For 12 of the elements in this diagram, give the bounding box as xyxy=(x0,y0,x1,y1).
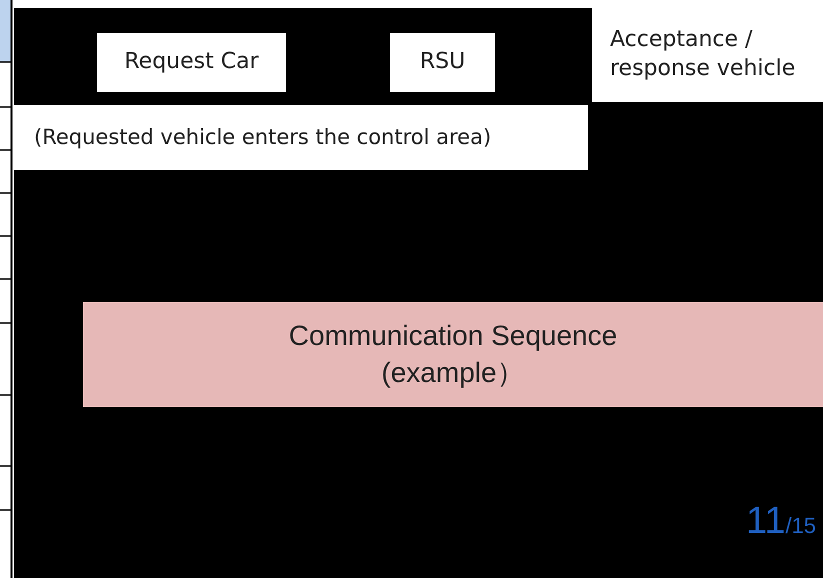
node-text: Acceptance / response vehicle xyxy=(610,26,796,83)
node-text: (Requested vehicle enters the control area) xyxy=(34,124,492,151)
note-band xyxy=(14,105,588,170)
page-number: /15 xyxy=(785,513,816,538)
entity-box xyxy=(97,33,286,92)
node-text: Communication Sequence (example） xyxy=(288,319,618,390)
page-number: 11 xyxy=(746,500,786,542)
node-text: Request Car xyxy=(124,48,259,76)
node-text: RSU xyxy=(420,48,466,76)
entity-box xyxy=(592,8,823,102)
title-banner xyxy=(83,302,823,407)
entity-box xyxy=(390,33,495,92)
